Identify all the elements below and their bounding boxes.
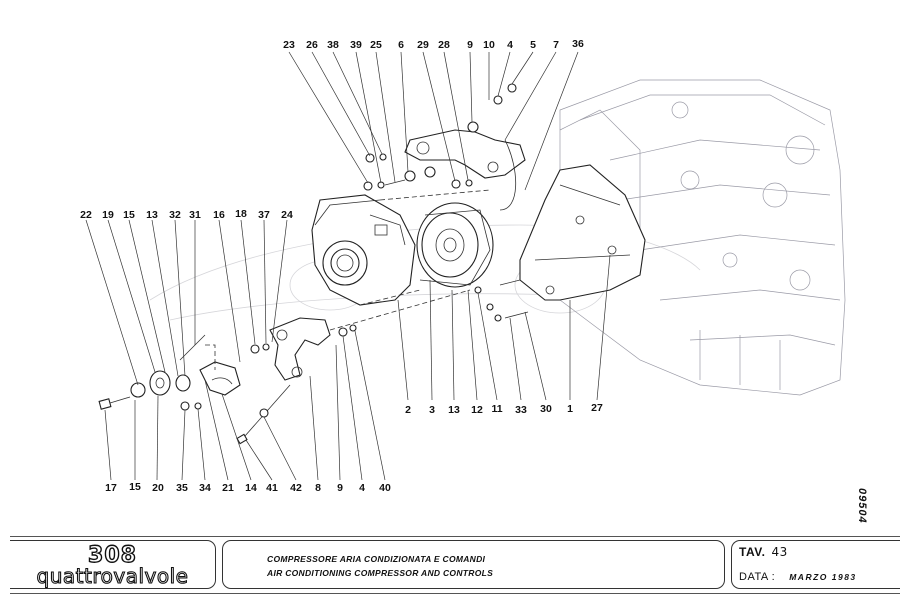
title-box: COMPRESSORE ARIA CONDIZIONATA E COMANDI … bbox=[222, 540, 725, 589]
drawing-number: 09504 bbox=[856, 488, 868, 524]
callout-label: 35 bbox=[176, 482, 188, 494]
callout-label: 42 bbox=[290, 482, 302, 494]
callout-label: 16 bbox=[213, 209, 225, 221]
callout-label: 34 bbox=[199, 482, 211, 494]
callout-label: 21 bbox=[222, 482, 234, 494]
callout-label: 30 bbox=[540, 403, 552, 415]
logo-model: 308 bbox=[87, 542, 137, 568]
callout-label: 4 bbox=[359, 482, 365, 494]
date-value: MARZO 1983 bbox=[789, 572, 857, 582]
title-italian: COMPRESSORE ARIA CONDIZIONATA E COMANDI bbox=[267, 554, 486, 564]
callout-label: 31 bbox=[189, 209, 201, 221]
callout-label: 9 bbox=[337, 482, 343, 494]
callout-label: 1 bbox=[567, 403, 573, 415]
callout-label: 25 bbox=[370, 39, 382, 51]
callout-label: 3 bbox=[429, 404, 435, 416]
lower-bracket bbox=[199, 317, 331, 396]
engine-block bbox=[559, 79, 846, 396]
clutch-pulley bbox=[416, 202, 494, 288]
callout-label: 20 bbox=[152, 482, 164, 494]
callout-label: 23 bbox=[283, 39, 295, 51]
callout-label: 9 bbox=[467, 39, 473, 51]
assembly-dash-lines bbox=[205, 189, 491, 370]
timing-cover bbox=[499, 164, 646, 319]
callouts-bottom-right: 2 3 13 12 11 33 30 1 27 bbox=[405, 402, 603, 416]
tensioner-pulley bbox=[130, 370, 191, 398]
callout-label: 40 bbox=[379, 482, 391, 494]
divider bbox=[10, 536, 900, 537]
callout-label: 6 bbox=[398, 39, 404, 51]
callout-label: 14 bbox=[245, 482, 257, 494]
title-english: AIR CONDITIONING COMPRESSOR AND CONTROLS bbox=[267, 568, 494, 578]
exploded-parts-diagram: 23 26 38 39 25 6 29 28 9 10 4 5 7 36 22 … bbox=[80, 38, 846, 494]
callout-label: 24 bbox=[281, 209, 293, 221]
callouts-left: 22 19 15 13 32 31 16 18 37 24 bbox=[80, 208, 293, 221]
bolts-and-washers bbox=[98, 83, 517, 445]
table-info-box: TAV. 43 DATA : MARZO 1983 bbox=[731, 540, 900, 589]
callout-label: 10 bbox=[483, 39, 495, 51]
callout-label: 28 bbox=[438, 39, 450, 51]
table-number-value: 43 bbox=[771, 545, 788, 559]
callout-label: 26 bbox=[306, 39, 318, 51]
callouts-bottom-left: 17 15 20 35 34 21 14 41 42 8 9 4 40 bbox=[105, 481, 391, 494]
leader-lines bbox=[85, 51, 611, 481]
logo-variant: quattrovalvole bbox=[36, 563, 189, 588]
callout-label: 36 bbox=[572, 38, 584, 50]
callout-label: 41 bbox=[266, 482, 278, 494]
callout-label: 12 bbox=[471, 404, 483, 416]
callout-label: 19 bbox=[102, 209, 114, 221]
upper-bracket bbox=[404, 129, 526, 211]
callout-label: 15 bbox=[123, 209, 135, 221]
compressor bbox=[311, 194, 416, 306]
callout-label: 5 bbox=[530, 39, 536, 51]
callout-label: 17 bbox=[105, 482, 117, 494]
title-block: 308 quattrovalvole COMPRESSORE ARIA COND… bbox=[0, 533, 900, 597]
callout-label: 15 bbox=[129, 481, 141, 493]
callout-label: 11 bbox=[491, 403, 502, 415]
callout-label: 18 bbox=[235, 208, 247, 220]
callout-label: 32 bbox=[169, 209, 181, 221]
callout-label: 2 bbox=[405, 404, 411, 416]
divider bbox=[10, 593, 900, 594]
date-row: DATA : MARZO 1983 bbox=[739, 571, 857, 583]
callout-label: 7 bbox=[553, 39, 559, 51]
date-label: DATA : bbox=[739, 571, 776, 583]
callouts-top: 23 26 38 39 25 6 29 28 9 10 4 5 7 36 bbox=[283, 38, 584, 51]
callout-label: 37 bbox=[258, 209, 270, 221]
logo-box: 308 quattrovalvole bbox=[10, 540, 216, 589]
callout-label: 39 bbox=[350, 39, 362, 51]
callout-label: 33 bbox=[515, 404, 527, 416]
table-number: TAV. 43 bbox=[739, 545, 788, 559]
callout-label: 38 bbox=[327, 39, 339, 51]
callout-label: 27 bbox=[591, 402, 603, 414]
callout-label: 22 bbox=[80, 209, 92, 221]
callout-label: 8 bbox=[315, 482, 321, 494]
callout-label: 29 bbox=[417, 39, 429, 51]
callout-label: 4 bbox=[507, 39, 513, 51]
table-label: TAV. bbox=[739, 545, 766, 559]
callout-label: 13 bbox=[146, 209, 158, 221]
callout-label: 13 bbox=[448, 404, 460, 416]
